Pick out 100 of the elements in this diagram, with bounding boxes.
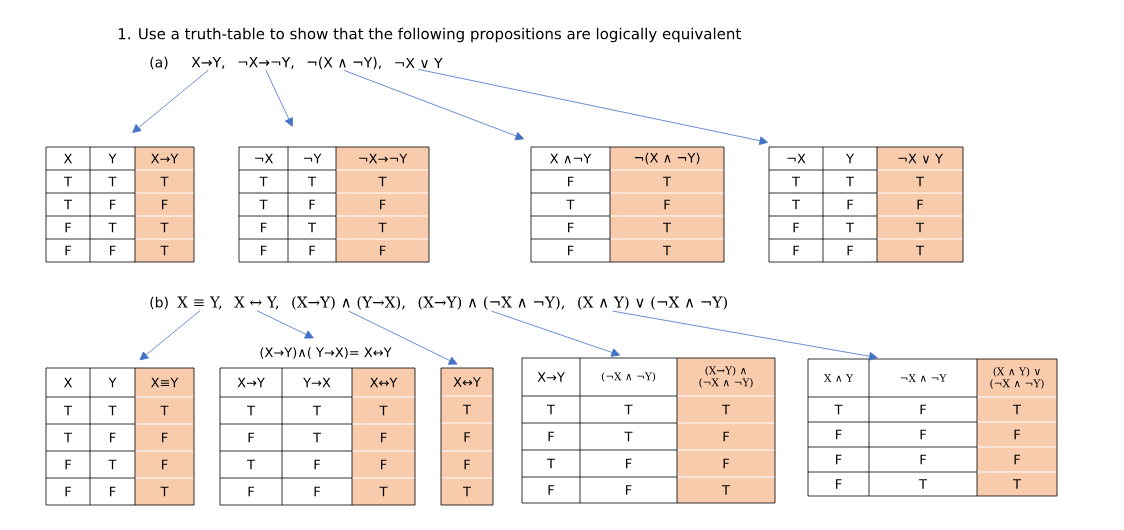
truth-value: T	[313, 432, 321, 443]
column-header: (¬X ∧ ¬Y)	[601, 372, 656, 382]
column-header: X→Y	[537, 372, 565, 382]
truth-value: F	[261, 245, 267, 256]
truth-value: F	[568, 245, 574, 256]
column-header: (X→Y) ∧ (¬X ∧ ¬Y)	[699, 366, 753, 388]
truth-value: T	[108, 405, 117, 416]
truth-value: T	[624, 431, 633, 442]
truth-value: T	[64, 432, 72, 443]
truth-value: F	[626, 458, 632, 469]
table-heading: (X→Y)∧( Y→X)= X↔Y	[260, 347, 392, 359]
truth-value: F	[1014, 454, 1020, 465]
truth-value: F	[110, 245, 116, 256]
truth-value: T	[108, 176, 117, 187]
column-header: X	[63, 377, 73, 388]
truth-value: F	[464, 459, 470, 470]
truth-value: F	[381, 432, 387, 443]
truth-value: T	[916, 222, 924, 233]
truth-value: T	[722, 485, 730, 495]
column-header: ¬X	[255, 153, 273, 164]
truth-value: T	[308, 222, 316, 233]
column-header: Y	[846, 153, 854, 164]
truth-value: T	[566, 199, 575, 210]
truth-value: T	[160, 486, 169, 497]
part-label: (b)	[150, 296, 168, 310]
truth-value: F	[110, 199, 116, 210]
truth-value: T	[463, 404, 471, 415]
truth-value: T	[64, 199, 72, 210]
truth-value: T	[547, 404, 555, 415]
column-header: X≡Y	[151, 377, 179, 388]
formula-text: (X→Y) ∧ (Y→X),	[292, 296, 405, 310]
arrow	[612, 310, 878, 361]
formula-text: X ↔ Y,	[234, 296, 279, 310]
truth-value: T	[722, 404, 730, 415]
truth-value: F	[162, 432, 168, 443]
truth-value: F	[793, 222, 799, 233]
truth-value: F	[110, 486, 116, 497]
truth-value: T	[792, 176, 800, 187]
truth-value: F	[847, 245, 853, 256]
truth-value: F	[920, 429, 926, 440]
arrow	[256, 310, 314, 339]
truth-value: F	[917, 199, 923, 210]
truth-value: T	[160, 405, 169, 416]
column-header: ¬Y	[303, 153, 322, 164]
truth-value: F	[568, 176, 574, 187]
truth-value: T	[846, 222, 854, 233]
truth-value: T	[663, 176, 671, 187]
truth-value: T	[160, 222, 169, 233]
truth-value: F	[65, 459, 71, 470]
truth-value: F	[664, 199, 670, 210]
formula-text: X ≡ Y,	[177, 296, 222, 310]
truth-value: F	[920, 454, 926, 465]
arrow	[417, 68, 768, 145]
truth-value: F	[723, 458, 729, 469]
truth-value: T	[247, 405, 255, 416]
column-header: Y	[108, 377, 117, 388]
formula-text: (X ∧ Y) ∨ (¬X ∧ ¬Y)	[578, 296, 727, 310]
truth-value: T	[379, 405, 388, 416]
truth-value: T	[64, 405, 72, 416]
truth-value: T	[846, 176, 854, 187]
column-header: (X ∧ Y) ∨ (¬X ∧ ¬Y)	[990, 367, 1044, 389]
truth-value: F	[381, 459, 387, 470]
title: 1. Use a truth-table to show that the following propositions are logically equivalent	[118, 27, 741, 43]
formula-text: ¬X ∨ Y	[395, 57, 443, 69]
column-header: X ∧ Y	[824, 374, 854, 382]
column-header: X ∧¬Y	[550, 153, 592, 164]
truth-value: F	[162, 459, 168, 470]
column-header: Y	[108, 153, 117, 164]
truth-value: T	[379, 486, 388, 497]
truth-value: F	[65, 222, 71, 233]
truth-value: F	[248, 432, 254, 443]
truth-value: T	[663, 222, 671, 233]
formula-text: ¬(X ∧ ¬Y),	[307, 56, 381, 70]
truth-value: F	[65, 486, 71, 497]
column-header: Y→X	[303, 377, 331, 388]
truth-value: T	[624, 404, 633, 415]
formula-text: ¬X→¬Y,	[238, 57, 294, 69]
column-header: X↔Y	[370, 377, 398, 388]
truth-value: F	[568, 222, 574, 233]
truth-value: F	[464, 432, 470, 442]
truth-value: F	[626, 485, 632, 495]
truth-value: T	[834, 404, 843, 415]
truth-value: F	[65, 245, 71, 256]
truth-value: T	[259, 176, 268, 187]
column-header: ¬X ∨ Y	[898, 153, 943, 164]
truth-value: T	[1013, 479, 1021, 489]
arrow	[139, 310, 201, 361]
truth-value: T	[247, 459, 255, 470]
truth-value: T	[378, 222, 387, 233]
truth-value: T	[64, 176, 72, 187]
truth-value: F	[847, 199, 853, 210]
column-header: ¬X	[787, 153, 806, 164]
truth-value: T	[792, 199, 800, 210]
part-label: (a)	[150, 56, 168, 70]
formula-text: X→Y,	[191, 57, 225, 69]
column-header: ¬X ∧ ¬Y	[900, 374, 947, 382]
truth-value: F	[309, 245, 315, 256]
truth-value: F	[380, 199, 386, 210]
truth-value: F	[548, 485, 554, 495]
column-header: X→Y	[237, 377, 265, 388]
